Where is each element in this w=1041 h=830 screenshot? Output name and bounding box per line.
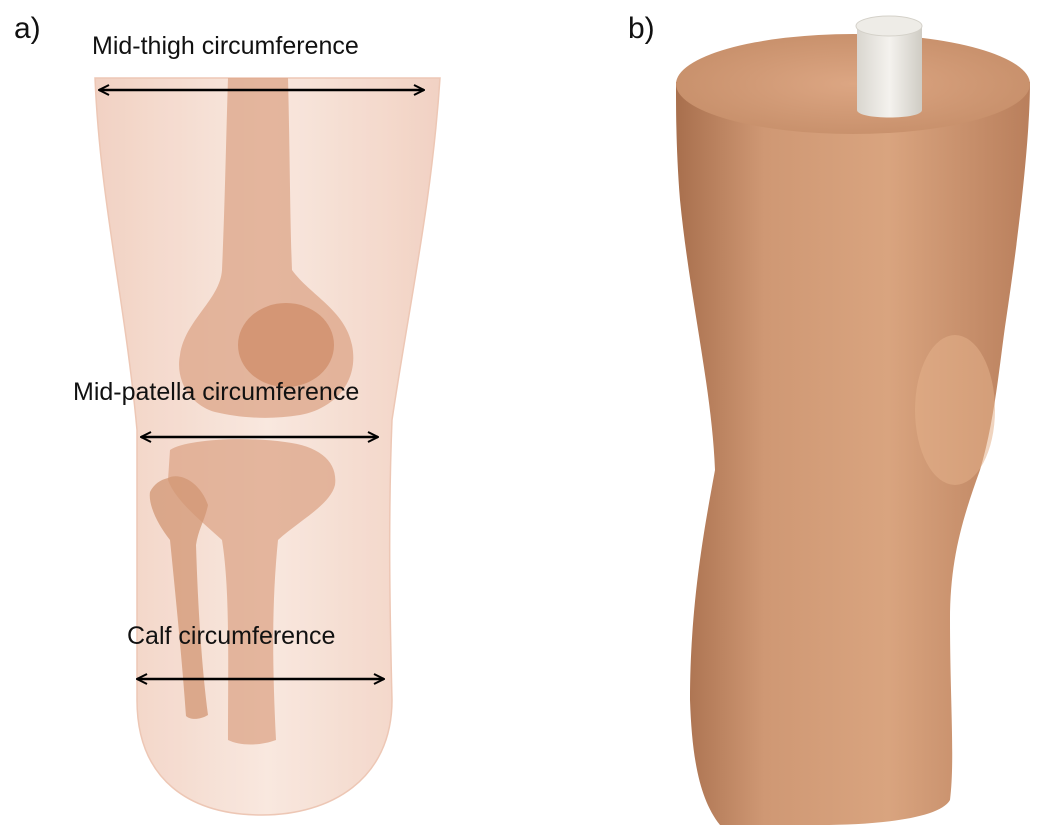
knee-shading xyxy=(915,335,995,485)
patella-bone xyxy=(238,303,334,387)
mid-thigh-label: Mid-thigh circumference xyxy=(92,34,359,59)
pylon-top xyxy=(856,16,922,36)
pylon-shaft xyxy=(857,26,922,118)
panel-b-illustration xyxy=(676,16,1030,825)
panel-a-label: a) xyxy=(14,14,41,44)
calf-label: Calf circumference xyxy=(127,624,335,649)
panel-a-illustration xyxy=(95,78,440,815)
mid-patella-label: Mid-patella circumference xyxy=(73,380,359,405)
panel-b-label: b) xyxy=(628,14,655,44)
foam-limb-top xyxy=(676,34,1030,134)
